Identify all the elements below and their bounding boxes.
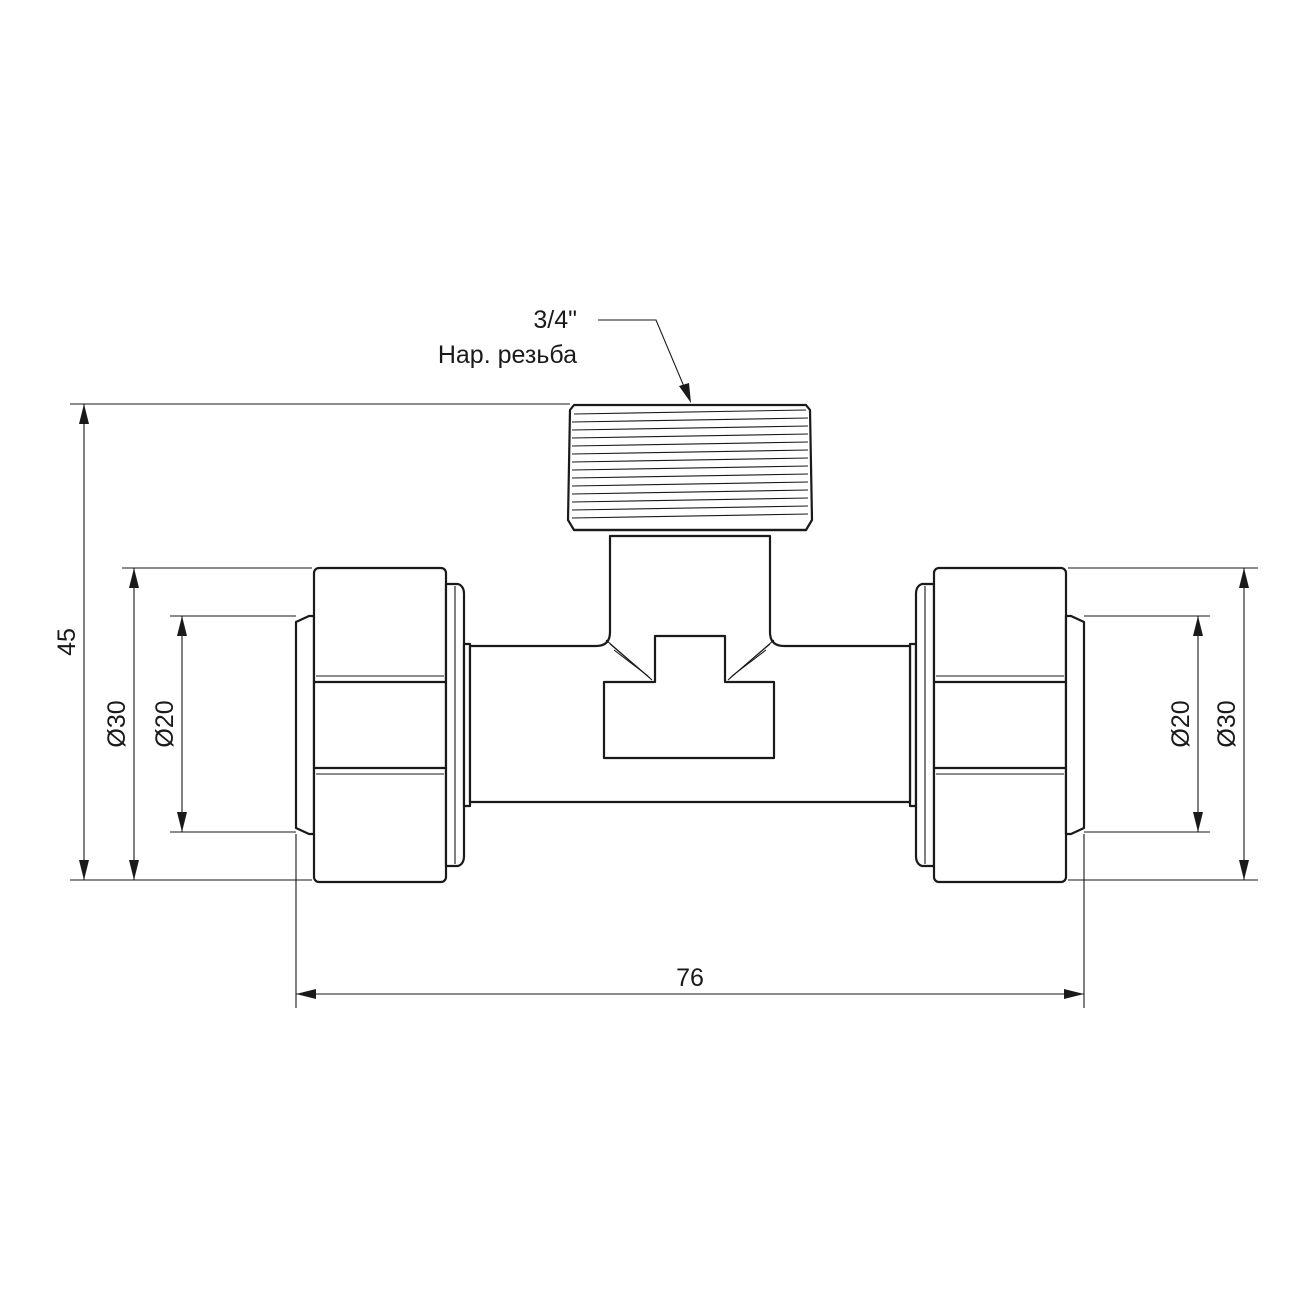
- height-label: 45: [53, 628, 81, 656]
- dimension-height: 45: [53, 403, 570, 881]
- thread-callout: 3/4" Нар. резьба: [438, 306, 691, 403]
- right-compression-nut: [908, 566, 1086, 884]
- dimension-length: 76: [295, 834, 1085, 1008]
- thread-type-label: Нар. резьба: [438, 341, 577, 369]
- right-inner-diameter-label: Ø20: [1167, 700, 1195, 747]
- dimension-left-diameters: Ø30 Ø20: [103, 567, 312, 880]
- thread-size-label: 3/4": [533, 306, 577, 334]
- left-compression-nut: [294, 566, 472, 884]
- tee-body: [468, 534, 912, 804]
- right-outer-diameter-label: Ø30: [1213, 700, 1241, 747]
- left-inner-diameter-label: Ø20: [151, 700, 179, 747]
- threaded-branch: [566, 403, 814, 532]
- length-label: 76: [676, 964, 704, 992]
- dimension-right-diameters: Ø20 Ø30: [1068, 567, 1258, 881]
- left-outer-diameter-label: Ø30: [103, 700, 131, 747]
